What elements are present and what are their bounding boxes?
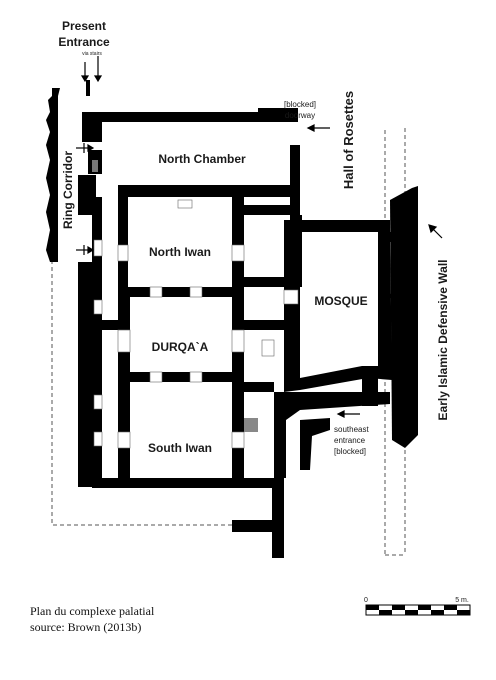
se-passage-wall bbox=[274, 392, 390, 478]
west-outer-wall bbox=[78, 262, 92, 392]
southeast-label-2: entrance bbox=[334, 436, 366, 445]
mosque-label: MOSQUE bbox=[314, 294, 367, 308]
ring-corridor-label: Ring Corridor bbox=[61, 151, 75, 229]
north-iwan-west-wall bbox=[118, 197, 128, 287]
corridor-inner-top bbox=[86, 80, 90, 96]
ne-room-bottom bbox=[244, 277, 302, 287]
scale-bar bbox=[365, 604, 471, 616]
mihrab bbox=[378, 290, 398, 302]
hatched-block-se bbox=[244, 418, 258, 432]
south-ext-wall bbox=[232, 520, 284, 532]
blocked-doorway-label-1: [blocked] bbox=[284, 100, 316, 109]
south-iwan-east-wall bbox=[232, 382, 244, 478]
present-entrance-label-2: Entrance bbox=[58, 35, 110, 49]
durqaa-label: DURQA`A bbox=[152, 340, 209, 354]
durqaa-north-wall bbox=[130, 287, 232, 297]
se-room-top bbox=[244, 382, 274, 392]
openings bbox=[93, 199, 299, 449]
main-south-wall bbox=[92, 478, 282, 488]
mosque-walls bbox=[284, 220, 392, 392]
defensive-wall-label: Early Islamic Defensive Wall bbox=[436, 260, 450, 421]
via-stairs-label: via stairs bbox=[82, 51, 102, 57]
durqaa-south-wall bbox=[130, 372, 232, 382]
north-iwan-east-wall bbox=[232, 197, 244, 287]
south-iwan-west-wall bbox=[118, 382, 130, 478]
scale-max-label: 5 m. bbox=[455, 597, 469, 604]
corridor-block-3 bbox=[78, 175, 96, 215]
defensive-wall bbox=[390, 186, 418, 448]
hatched-block bbox=[92, 160, 98, 172]
scale-zero-label: 0 bbox=[364, 597, 368, 604]
present-entrance-label-1: Present bbox=[62, 19, 106, 33]
north-iwan-label: North Iwan bbox=[149, 245, 211, 259]
north-chamber-east-wall bbox=[290, 145, 300, 220]
north-wall bbox=[82, 112, 290, 122]
north-chamber-south-wall bbox=[118, 185, 290, 197]
west-outer-wall-s bbox=[78, 392, 92, 487]
ne-room-top bbox=[244, 205, 290, 215]
se-passage-wall-2 bbox=[300, 418, 330, 470]
caption-line-1: Plan du complexe palatial bbox=[30, 604, 155, 618]
north-wall-east bbox=[258, 108, 298, 122]
southeast-pier bbox=[272, 478, 284, 558]
west-cross-wall bbox=[102, 320, 118, 330]
east-cross-wall bbox=[244, 320, 284, 330]
southeast-label-3: [blocked] bbox=[334, 447, 366, 456]
arrow-icons bbox=[76, 56, 443, 418]
main-west-wall bbox=[92, 197, 102, 487]
hall-of-rosettes-label: Hall of Rosettes bbox=[341, 91, 356, 189]
north-chamber-label: North Chamber bbox=[158, 152, 246, 166]
south-iwan-label: South Iwan bbox=[148, 441, 212, 455]
ring-corridor-wall bbox=[44, 88, 60, 262]
caption-line-2: source: Brown (2013b) bbox=[30, 620, 142, 634]
southeast-label-1: southeast bbox=[334, 425, 369, 434]
blocked-doorway-label-2: doorway bbox=[285, 111, 315, 120]
